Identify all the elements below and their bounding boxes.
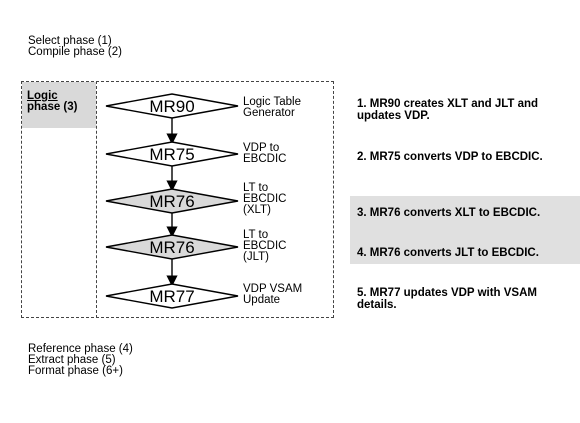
- step-code-3: MR76: [149, 192, 194, 211]
- step-diamond-4: [105, 234, 239, 260]
- step-note-3: 3. MR76 converts XLT to EBCDIC.: [357, 207, 541, 219]
- step-note-4: 4. MR76 converts JLT to EBCDIC.: [357, 247, 539, 259]
- phase-compile: Compile phase (2): [28, 46, 122, 58]
- phase-reference: Reference phase (4): [28, 343, 133, 355]
- logic-phase-frame: [21, 81, 334, 318]
- step-diamond-1: [105, 93, 239, 119]
- phase-list-before: Select phase (1) Compile phase (2): [28, 35, 122, 58]
- phase-format: Format phase (6+): [28, 365, 123, 377]
- step-code-5: MR77: [149, 287, 194, 306]
- logic-phase-label-line1: Logic: [27, 90, 58, 102]
- step-diamond-5: [105, 283, 239, 309]
- phase-list-after: Reference phase (4) Extract phase (5) Fo…: [28, 343, 133, 377]
- notes-highlight: [350, 196, 580, 264]
- logic-phase-label-line2: phase (3): [27, 101, 78, 113]
- phase-select: Select phase (1): [28, 35, 112, 47]
- phase-extract: Extract phase (5): [28, 354, 116, 366]
- logic-phase-label-background: [22, 82, 96, 128]
- step-code-2: MR75: [149, 145, 194, 164]
- step-note-2: 2. MR75 converts VDP to EBCDIC.: [357, 151, 543, 163]
- step-code-1: MR90: [149, 97, 194, 116]
- step-code-4: MR76: [149, 238, 194, 257]
- logic-phase-divider: [96, 81, 97, 318]
- logic-phase-label: Logic phase (3): [27, 90, 78, 113]
- step-diamond-2: [105, 141, 239, 167]
- step-diamond-3: [105, 188, 239, 214]
